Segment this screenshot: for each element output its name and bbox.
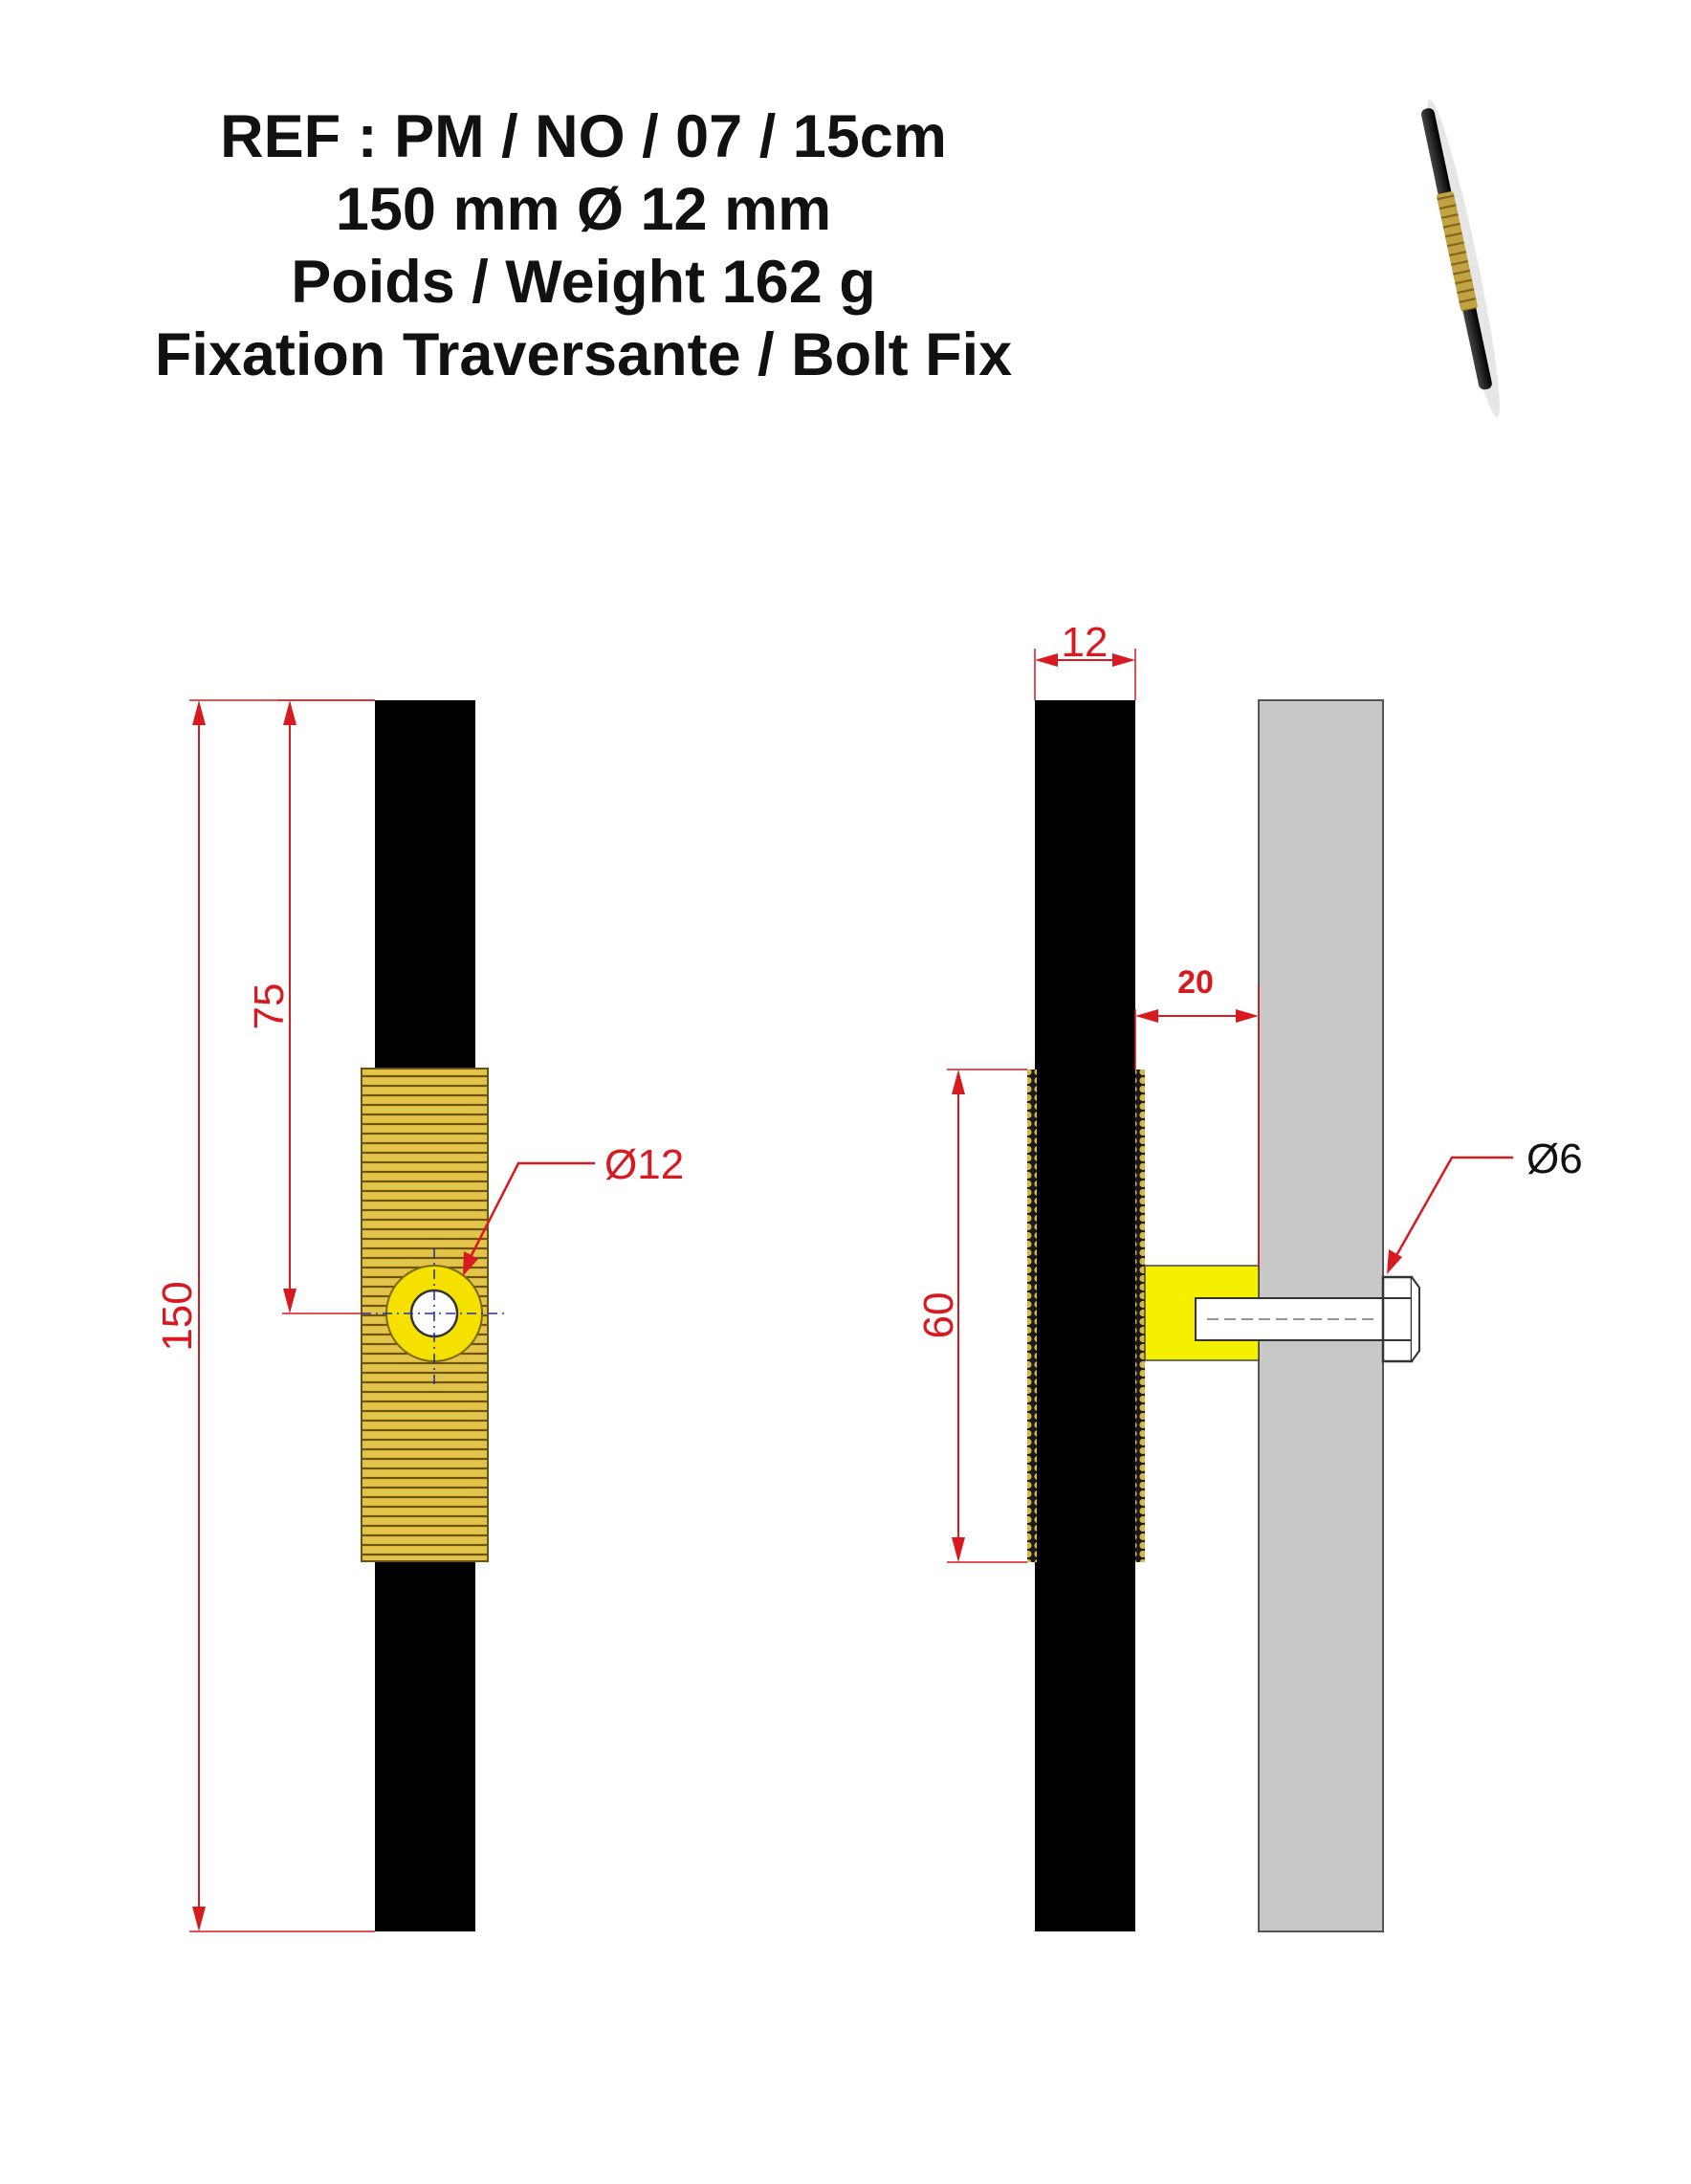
bolt-diameter-label: Ø6 bbox=[1526, 1136, 1583, 1182]
front-view: 150 75 Ø12 bbox=[154, 699, 684, 1932]
fixation-line: Fixation Traversante / Bolt Fix bbox=[154, 321, 1013, 388]
bolt-nut bbox=[1381, 1275, 1420, 1363]
size-line: 150 mm Ø 12 mm bbox=[335, 176, 832, 243]
dimension-60-label: 60 bbox=[915, 1292, 962, 1339]
dimension-75: 75 bbox=[246, 699, 375, 1314]
dimension-150: 150 bbox=[154, 699, 375, 1932]
dimension-150-label: 150 bbox=[154, 1281, 201, 1351]
dimension-12-label: 12 bbox=[1062, 619, 1109, 666]
side-view: 12 20 60 Ø6 bbox=[915, 619, 1583, 1932]
reference-line: REF : PM / NO / 07 / 15cm bbox=[220, 103, 947, 170]
dimension-20: 20 bbox=[1134, 964, 1260, 1266]
hole-diameter-label: Ø12 bbox=[604, 1141, 684, 1188]
dimension-60: 60 bbox=[915, 1069, 1027, 1563]
dimension-20-label: 20 bbox=[1177, 964, 1214, 1001]
product-thumbnail bbox=[1421, 99, 1500, 418]
dimension-12: 12 bbox=[1034, 619, 1136, 700]
bolt-diameter-callout: Ø6 bbox=[1387, 1136, 1583, 1274]
weight-line: Poids / Weight 162 g bbox=[291, 249, 876, 316]
side-handle-bar bbox=[1035, 700, 1135, 1931]
grip-right-edge bbox=[1135, 1070, 1145, 1562]
title-block: REF : PM / NO / 07 / 15cm 150 mm Ø 12 mm… bbox=[0, 100, 1167, 391]
grip-left-edge bbox=[1027, 1070, 1037, 1562]
hole-diameter-callout: Ø12 bbox=[463, 1141, 684, 1276]
dimension-75-label: 75 bbox=[246, 983, 293, 1030]
